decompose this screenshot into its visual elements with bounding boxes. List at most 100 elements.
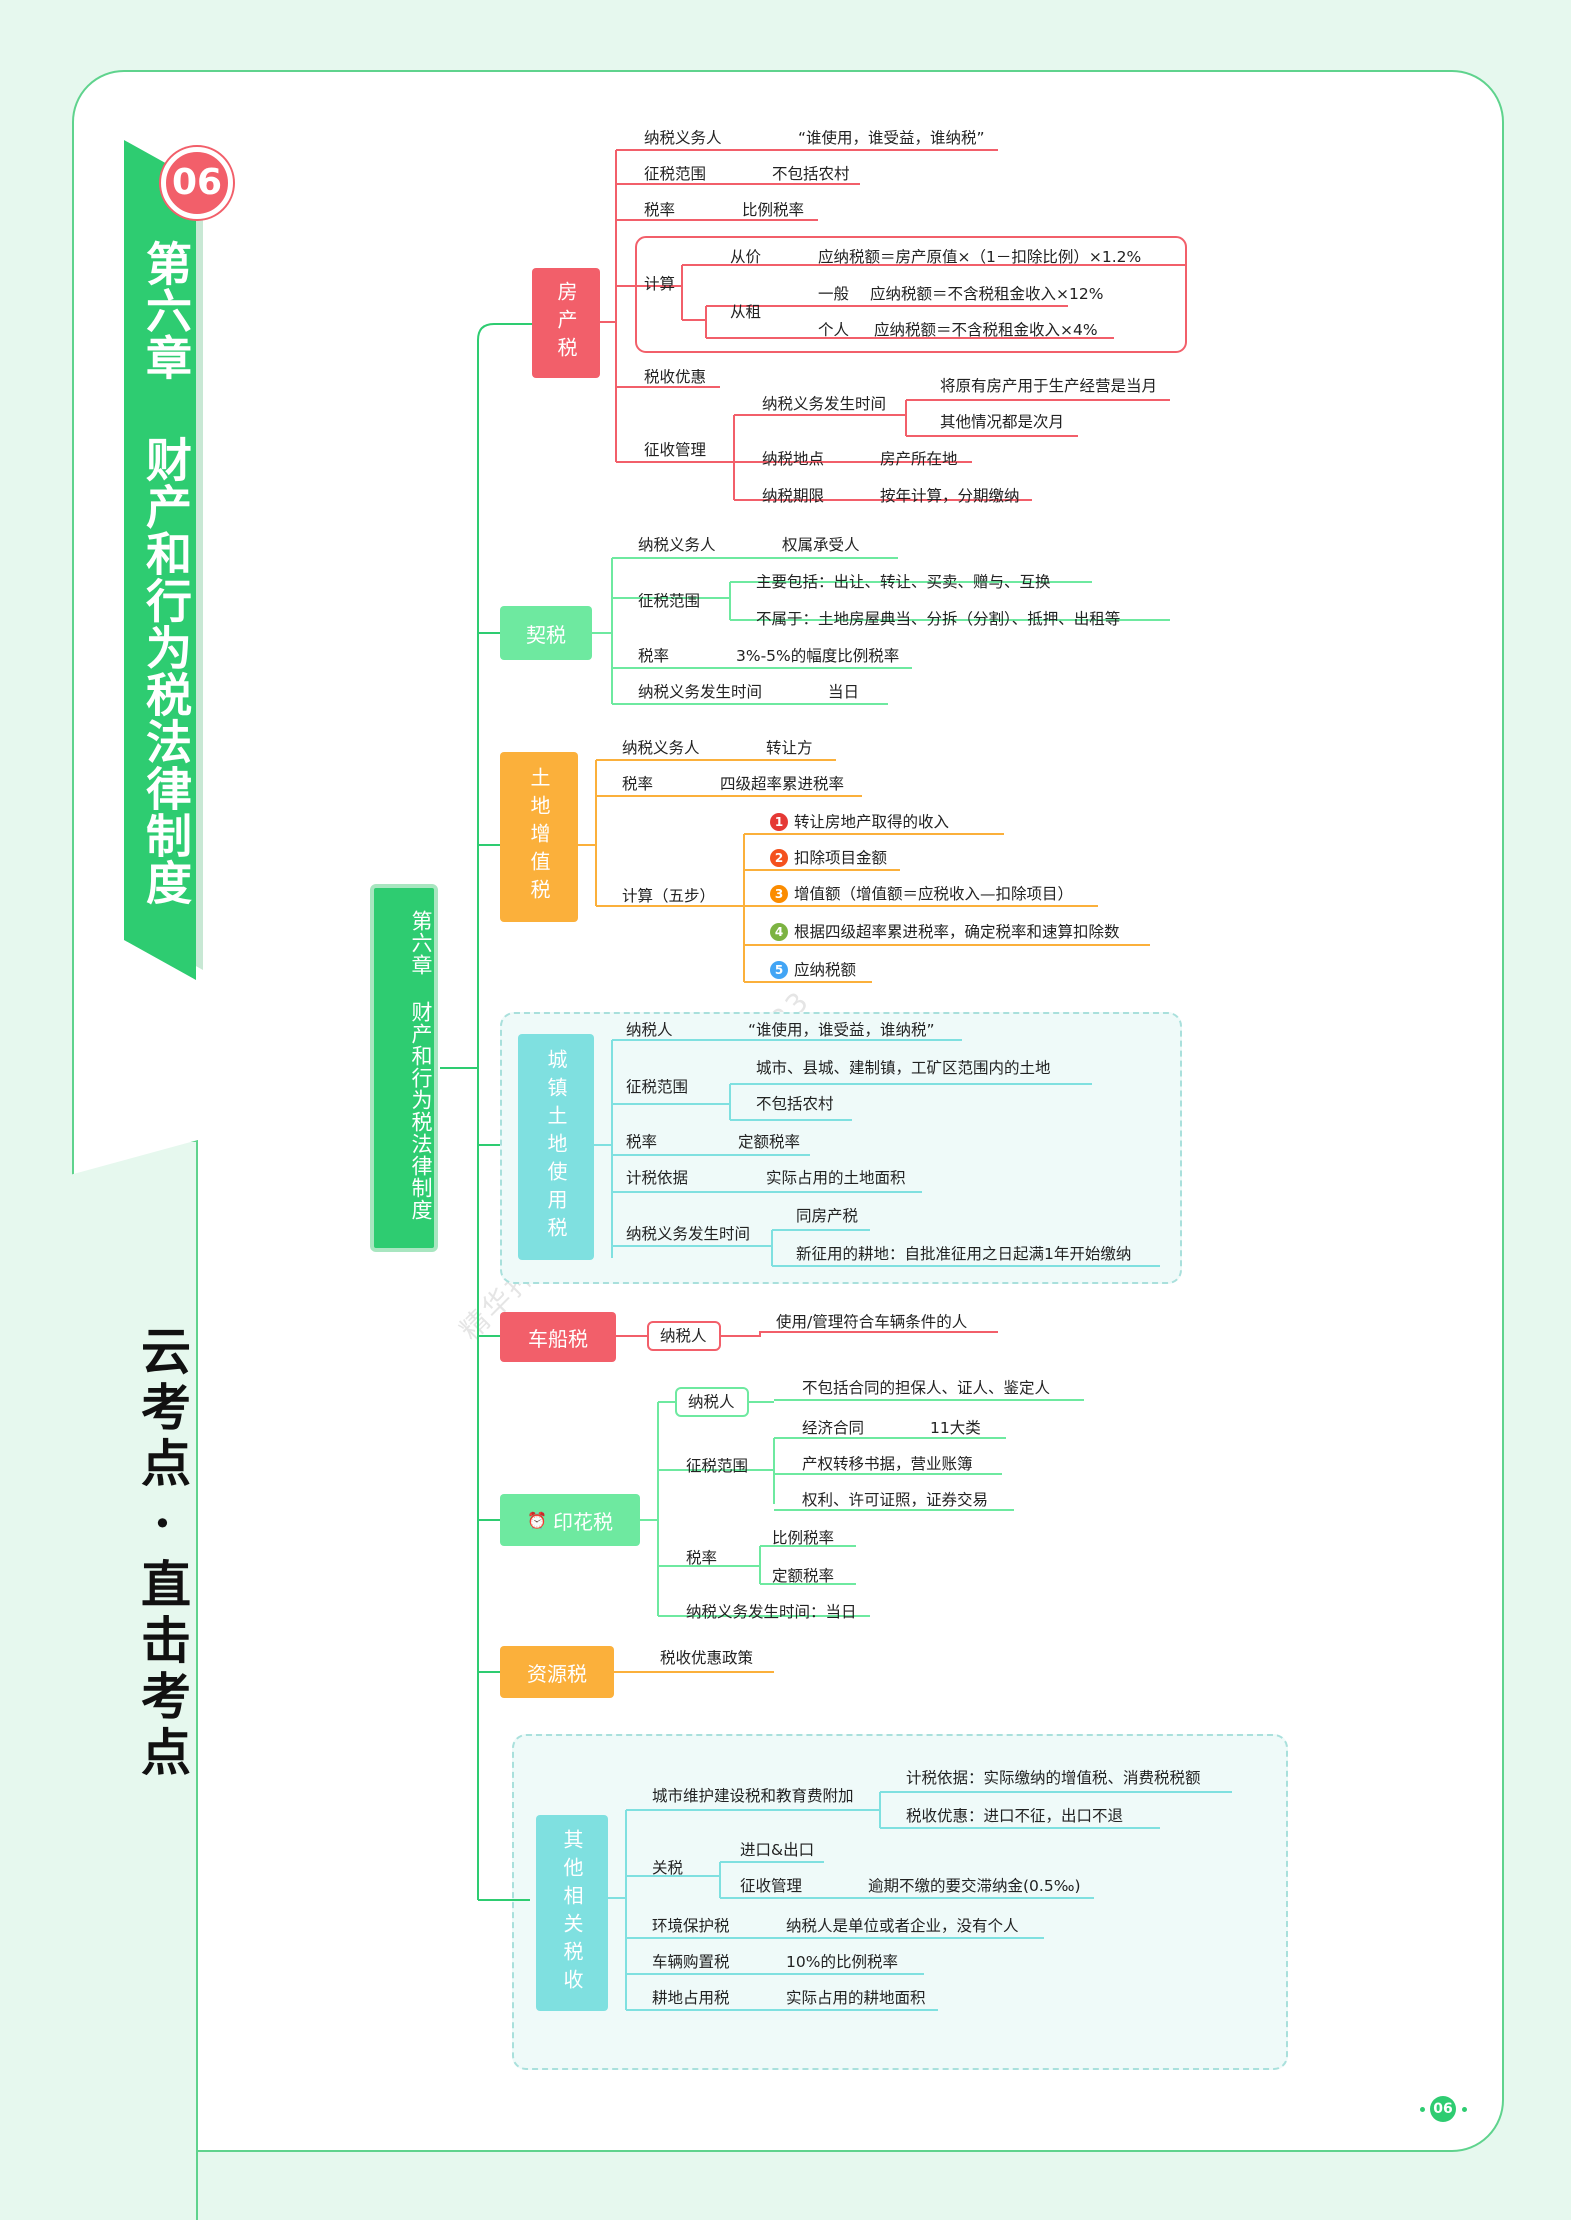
alarm-clock-icon: ⏰ [527, 1510, 547, 1530]
qt-env-v: 纳税人是单位或者企业，没有个人 [786, 1917, 1019, 1935]
cz-scope-v1: 城市、县城、建制镇，工矿区范围内的土地 [756, 1059, 1051, 1077]
cz-scope-k: 征税范围 [626, 1078, 689, 1096]
td-rate-v: 四级超率累进税率 [720, 775, 845, 793]
fc-time-v2: 其他情况都是次月 [940, 413, 1065, 431]
qi-scope-v1: 主要包括：出让、转让、买卖、赠与、互换 [756, 573, 1051, 591]
qi-rate-v: 3%-5%的幅度比例税率 [736, 647, 900, 665]
category-qita: 其他相关税收 [536, 1815, 608, 2011]
category-qi: 契税 [500, 606, 592, 660]
fc-calc-k: 计算 [644, 275, 676, 293]
yh-time: 纳税义务发生时间：当日 [686, 1603, 857, 1621]
cz-basis-v: 实际占用的土地面积 [766, 1169, 906, 1187]
chapter-badge: 06 [161, 147, 233, 219]
fc-yiban: 一般 [818, 285, 850, 303]
yh-taxpayer-v: 不包括合同的担保人、证人、鉴定人 [802, 1379, 1051, 1397]
category-ziyuan: 资源税 [500, 1646, 614, 1698]
side-panel [0, 1140, 198, 2220]
fc-place-v: 房产所在地 [880, 450, 958, 468]
cz-taxpayer-k: 纳税人 [626, 1021, 673, 1039]
qt-env-k: 环境保护税 [652, 1917, 730, 1935]
qi-taxpayer-v: 权属承受人 [782, 536, 860, 554]
qi-taxpayer-k: 纳税义务人 [638, 536, 716, 554]
td-calc-k: 计算（五步） [622, 887, 716, 905]
category-fangchan: 房产税 [532, 268, 600, 378]
step-number-badge: 5 [770, 961, 788, 979]
qt-urban-v2: 税收优惠：进口不征，出口不退 [906, 1807, 1124, 1825]
cz-rate-k: 税率 [626, 1133, 658, 1151]
fc-congjia-v: 应纳税额＝房产原值×（1－扣除比例）×1.2% [818, 248, 1142, 266]
fc-congzu: 从租 [730, 303, 762, 321]
qt-customs-v1: 进口&出口 [740, 1841, 815, 1859]
yh-scope-k: 征税范围 [686, 1457, 749, 1475]
fc-taxpayer-v: “谁使用，谁受益，谁纳税” [798, 129, 985, 147]
step-number-badge: 2 [770, 849, 788, 867]
qt-land-k: 耕地占用税 [652, 1989, 730, 2007]
fc-rate-v: 比例税率 [742, 201, 805, 219]
cz-basis-k: 计税依据 [626, 1169, 689, 1187]
root-node: 第六章 财产和行为税法律制度 [370, 884, 438, 1252]
yh-rate-v2: 定额税率 [772, 1567, 835, 1585]
step-text: 增值额（增值额＝应税收入—扣除项目） [794, 885, 1074, 903]
fc-time-k: 纳税义务发生时间 [762, 395, 887, 413]
category-yinhua: ⏰印花税 [500, 1494, 640, 1546]
category-chengzhen: 城镇土地使用税 [518, 1034, 594, 1260]
td-taxpayer-k: 纳税义务人 [622, 739, 700, 757]
cc-taxpayer-v: 使用/管理符合车辆条件的人 [776, 1313, 968, 1331]
cz-scope-v2: 不包括农村 [756, 1095, 834, 1113]
cz-time-k: 纳税义务发生时间 [626, 1225, 751, 1243]
yh-taxpayer-k: 纳税人 [688, 1393, 735, 1411]
step-number-badge: 3 [770, 885, 788, 903]
cz-time-v2: 新征用的耕地：自批准征用之日起满1年开始缴纳 [796, 1245, 1132, 1263]
step-text: 应纳税额 [794, 961, 857, 979]
qt-customs-mgmt: 征收管理 [740, 1877, 803, 1895]
td-taxpayer-v: 转让方 [766, 739, 813, 757]
page-dot-left [1420, 2107, 1425, 2112]
qt-customs-v2: 逾期不缴的要交滞纳金(0.5‰) [868, 1877, 1081, 1895]
yh-rate-k: 税率 [686, 1549, 718, 1567]
td-step-5: 5 应纳税额 [770, 960, 856, 980]
qi-scope-v2: 不属于：土地房屋典当、分拆（分割）、抵押、出租等 [756, 610, 1121, 628]
qi-scope-k: 征税范围 [638, 592, 701, 610]
fc-period-v: 按年计算，分期缴纳 [880, 487, 1020, 505]
step-text: 扣除项目金额 [794, 849, 888, 867]
chapter-title: 第六章 财产和行为税法律制度 [139, 240, 193, 906]
fc-scope-k: 征税范围 [644, 165, 707, 183]
cloud-chengzhen [500, 1012, 1182, 1284]
fc-geren-v: 应纳税额＝不含税租金收入×4% [874, 321, 1098, 339]
yh-rate-v1: 比例税率 [772, 1529, 835, 1547]
step-number-badge: 4 [770, 923, 788, 941]
step-text: 根据四级超率累进税率，确定税率和速算扣除数 [794, 923, 1120, 941]
cz-rate-v: 定额税率 [738, 1133, 801, 1151]
fc-yiban-v: 应纳税额＝不含税租金收入×12% [870, 285, 1104, 303]
td-step-3: 3 增值额（增值额＝应税收入—扣除项目） [770, 884, 1073, 904]
category-tudi: 土地增值税 [500, 752, 578, 922]
fc-scope-v: 不包括农村 [772, 165, 850, 183]
cloud-qita [512, 1734, 1288, 2070]
yh-scope-v2: 产权转移书据，营业账簿 [802, 1455, 973, 1473]
page-number: 06 [1430, 2096, 1456, 2122]
fc-taxpayer-k: 纳税义务人 [644, 129, 722, 147]
cc-taxpayer-k: 纳税人 [660, 1327, 707, 1345]
fc-period-k: 纳税期限 [762, 487, 825, 505]
fc-congjia: 从价 [730, 248, 762, 266]
yh-scope-v3: 权利、许可证照，证券交易 [802, 1491, 989, 1509]
fc-geren: 个人 [818, 321, 850, 339]
fc-time-v1: 将原有房产用于生产经营是当月 [940, 377, 1158, 395]
step-text: 转让房地产取得的收入 [794, 813, 950, 831]
td-step-4: 4 根据四级超率累进税率，确定税率和速算扣除数 [770, 922, 1120, 942]
fc-place-k: 纳税地点 [762, 450, 825, 468]
step-number-badge: 1 [770, 813, 788, 831]
side-title: 云考点·直击考点 [133, 1325, 192, 1782]
qt-land-v: 实际占用的耕地面积 [786, 1989, 926, 2007]
qi-rate-k: 税率 [638, 647, 670, 665]
qt-customs-k: 关税 [652, 1859, 684, 1877]
qt-vehicle-k: 车辆购置税 [652, 1953, 730, 1971]
fc-pref-k: 税收优惠 [644, 368, 707, 386]
qi-time-v: 当日 [828, 683, 860, 701]
yh-contract-v: 11大类 [930, 1419, 981, 1437]
yh-contract-k: 经济合同 [802, 1419, 865, 1437]
td-step-1: 1 转让房地产取得的收入 [770, 812, 949, 832]
chapter-banner [124, 140, 196, 980]
